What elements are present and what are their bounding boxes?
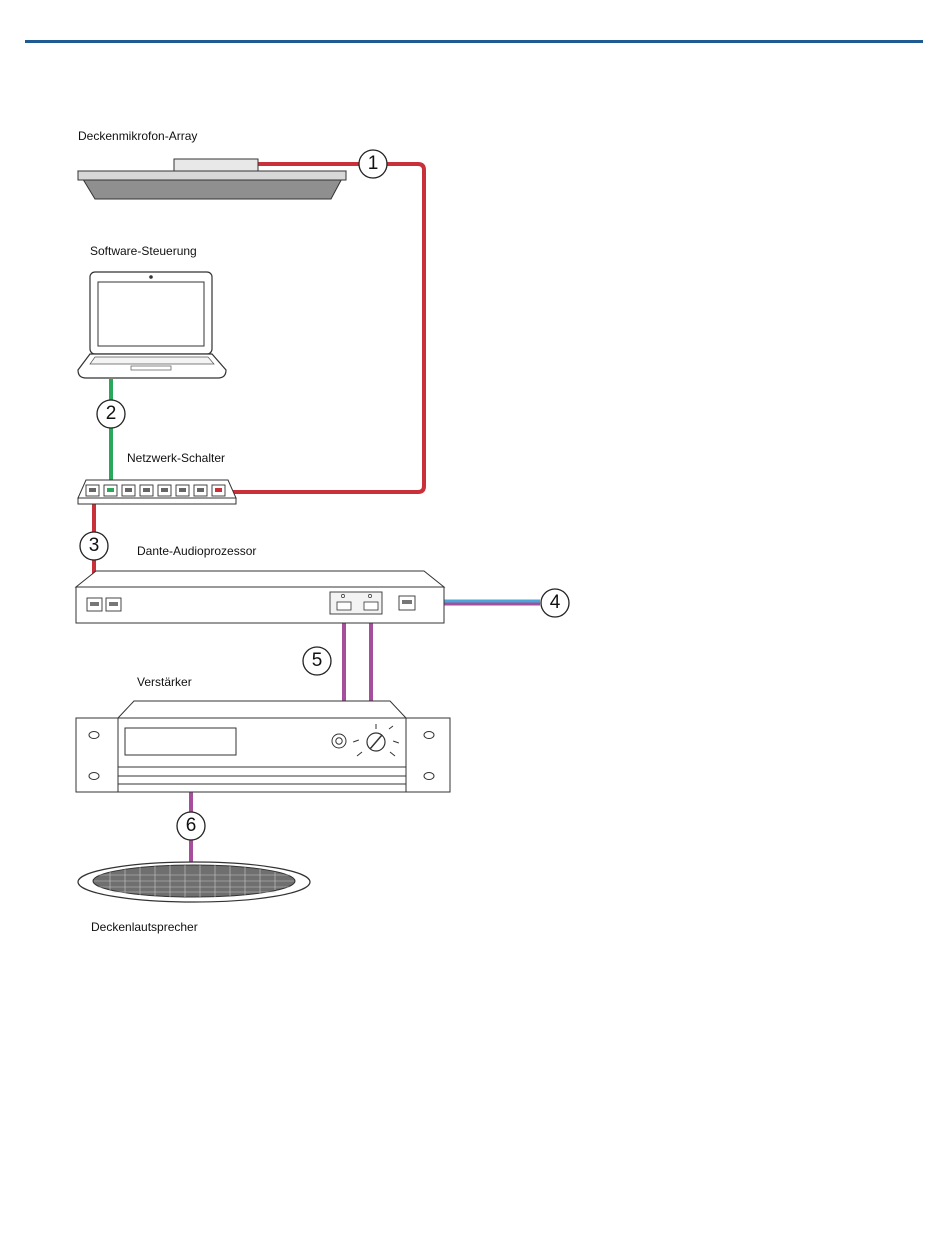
callout-1: 1 (358, 149, 388, 179)
dante-processor (76, 571, 444, 623)
callout-4: 4 (540, 588, 570, 618)
network-switch (78, 480, 236, 504)
callout-5: 5 (302, 646, 332, 676)
label-switch: Netzwerk-Schalter (127, 451, 225, 465)
amplifier (76, 701, 450, 792)
label-dante: Dante-Audioprozessor (137, 544, 256, 558)
label-amplifier: Verstärker (137, 675, 192, 689)
cable-1-red (230, 164, 424, 492)
callout-2: 2 (96, 399, 126, 429)
ceiling-speaker (78, 862, 310, 902)
label-software: Software-Steuerung (90, 244, 197, 258)
callout-3: 3 (79, 531, 109, 561)
laptop-icon (78, 272, 226, 378)
label-ceiling-mic: Deckenmikrofon-Array (78, 129, 197, 143)
label-speaker: Deckenlautsprecher (91, 920, 198, 934)
callout-6: 6 (176, 811, 206, 841)
